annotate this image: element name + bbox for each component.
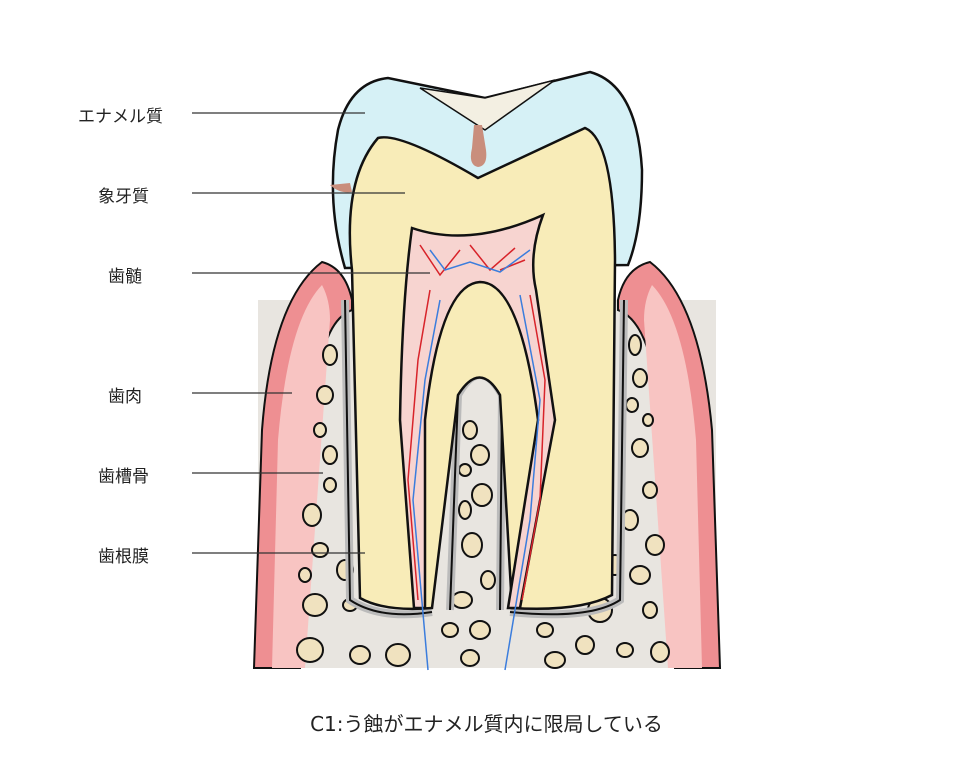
caries-lesion [330, 125, 487, 193]
gingiva-left [252, 260, 353, 669]
label-periodontal-ligament: 歯根膜 [98, 547, 149, 567]
label-pulp: 歯髄 [108, 267, 142, 287]
label-enamel: エナメル質 [78, 107, 163, 127]
label-gingiva: 歯肉 [108, 387, 142, 407]
label-dentin: 象牙質 [98, 187, 149, 207]
leader-lines [192, 112, 430, 554]
pulp [398, 212, 557, 671]
caption: C1:う蝕がエナメル質内に限局している [310, 712, 663, 736]
gingiva-right [617, 260, 722, 669]
label-alveolar-bone: 歯槽骨 [98, 467, 149, 487]
